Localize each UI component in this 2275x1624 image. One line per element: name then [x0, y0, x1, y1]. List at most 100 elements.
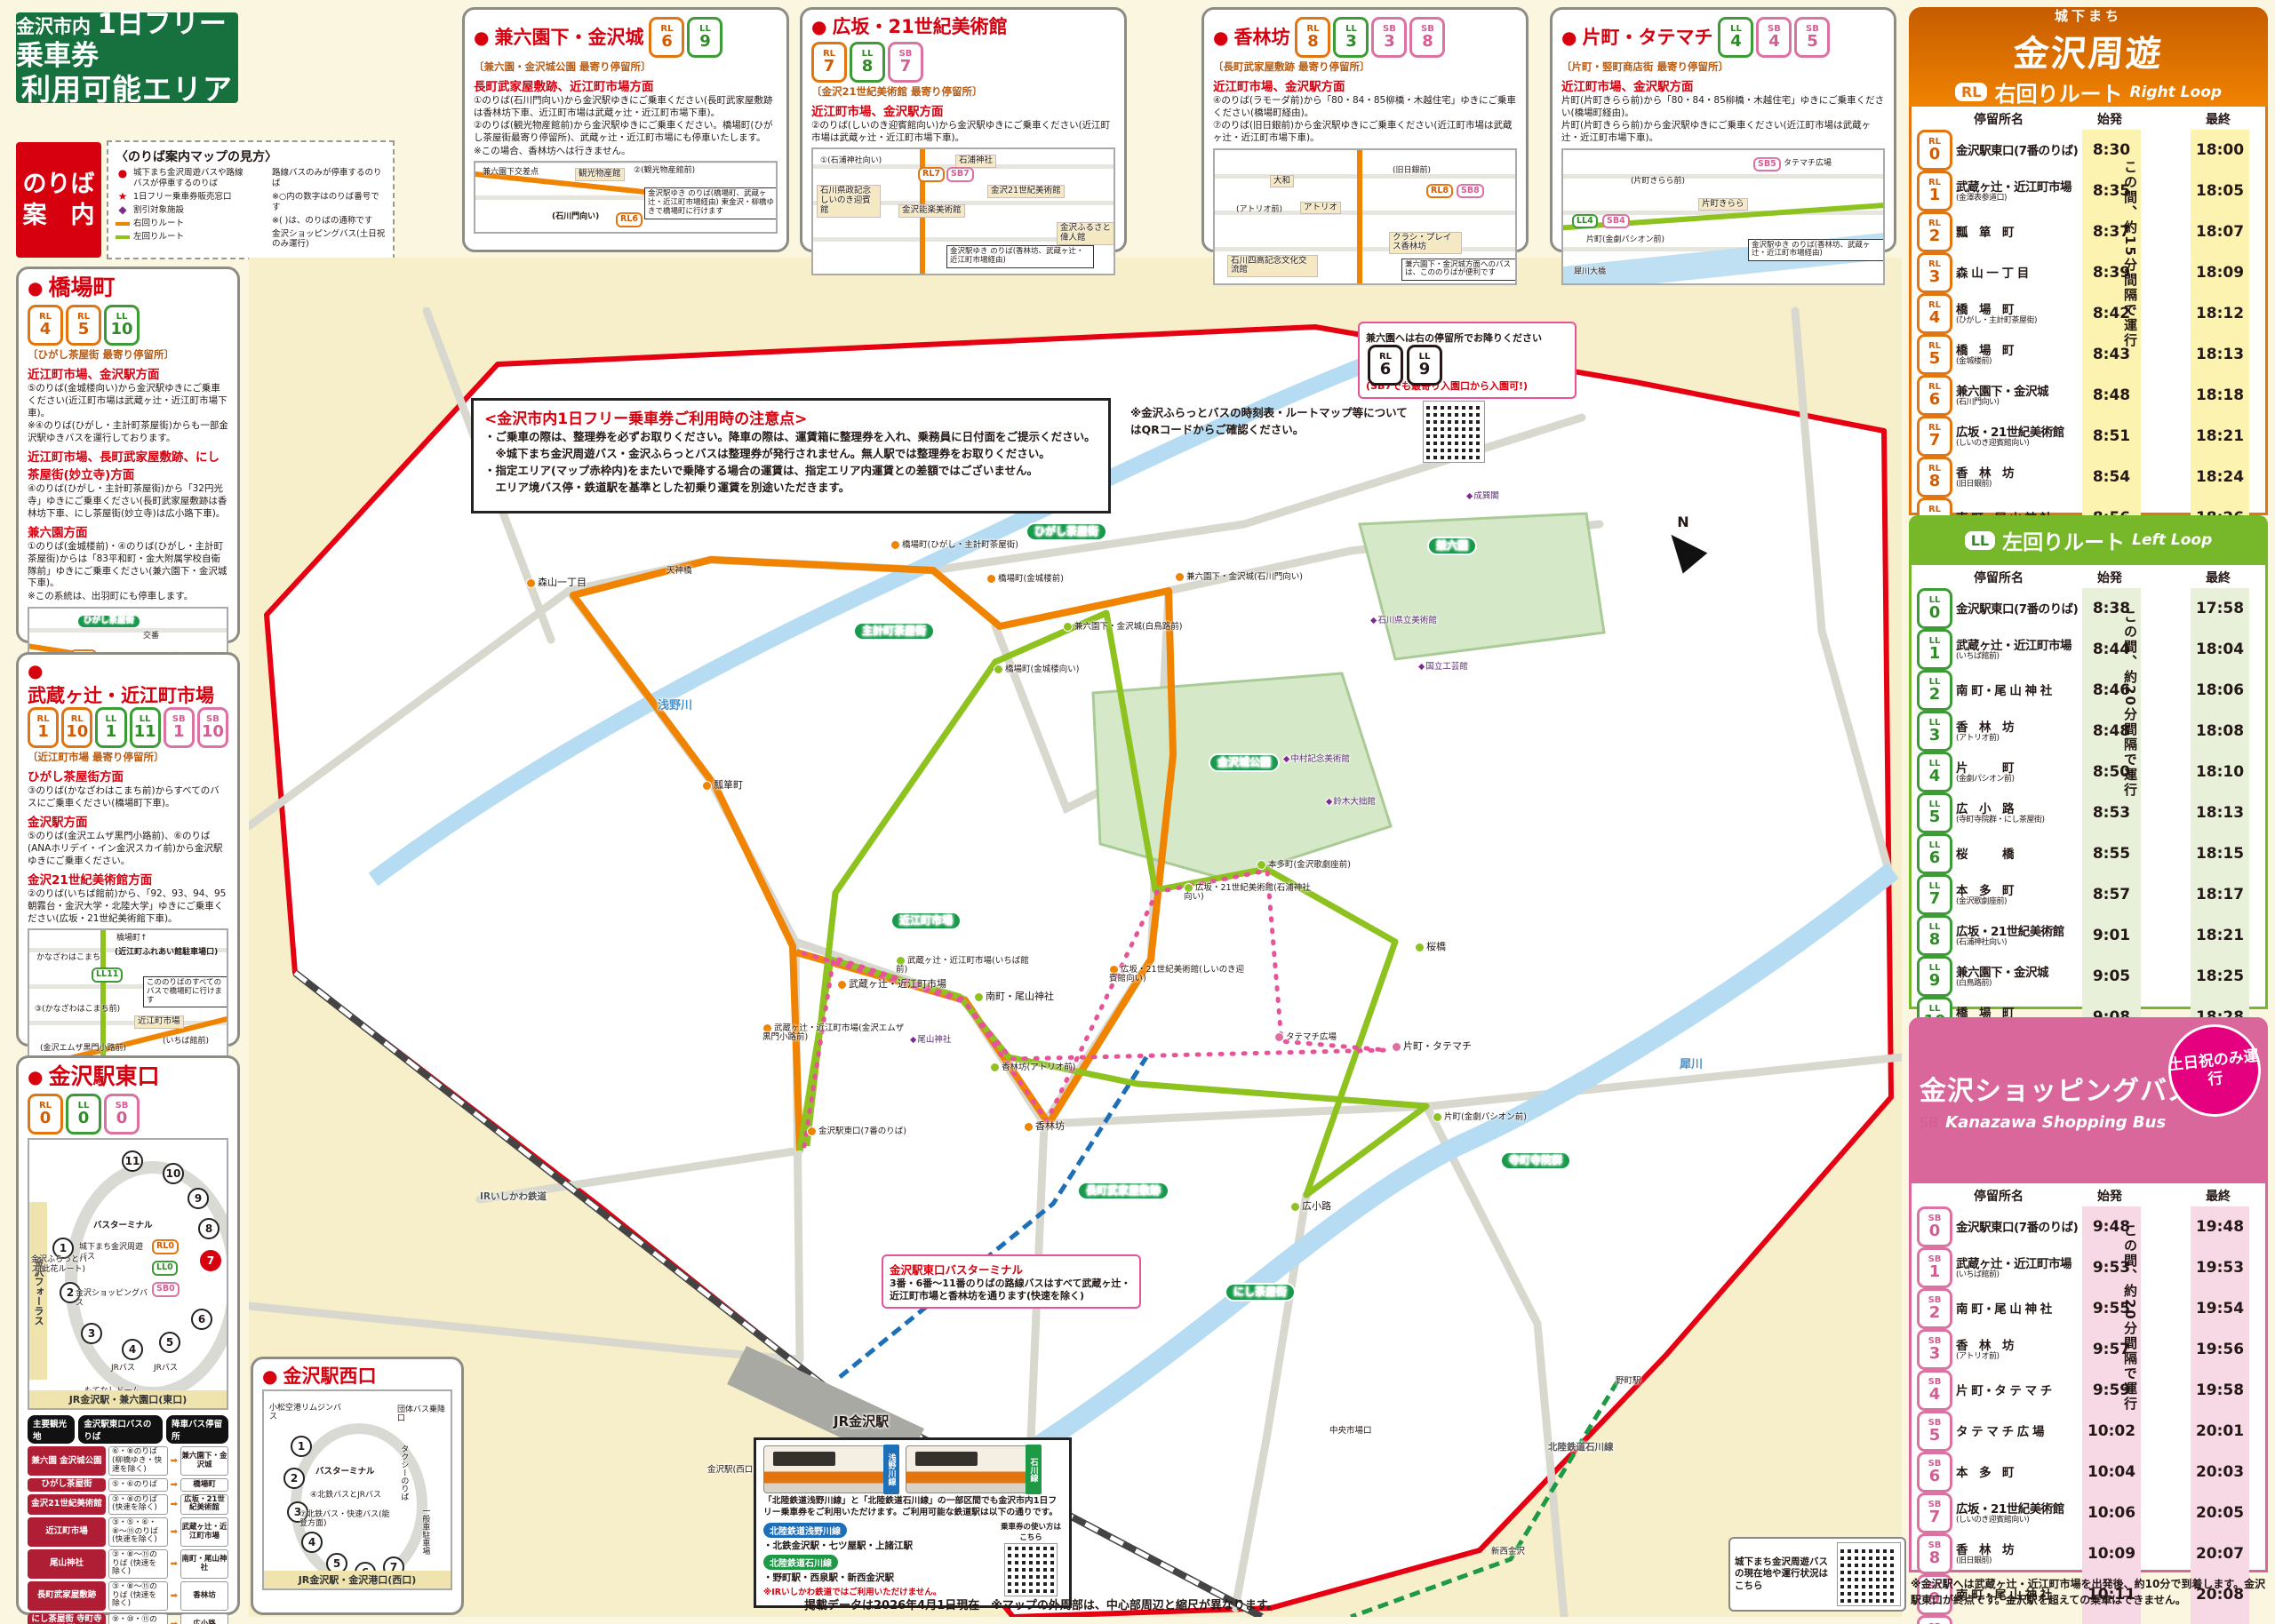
terminal-label: ⑦北鉄バス・快速バス(能登方面) — [299, 1510, 390, 1529]
flatbus-qr-code — [1423, 401, 1485, 463]
bus-bay-number: 11 — [122, 1150, 143, 1173]
sb-route-badge: SB — [1920, 1114, 1939, 1131]
legend-item: 1日フリー乗車券販売窓口 — [116, 192, 247, 203]
terminal-label: 城下まち金沢周遊バス — [79, 1243, 144, 1262]
legend-icon — [116, 235, 130, 239]
ir-exclusion-note: ※IRいしかわ鉄道ではご利用いただけません。 — [763, 1588, 942, 1598]
notice-line: ・指定エリア(マップ赤枠内)をまたいで乗降する場合の運賃は、指定エリア内運賃との… — [484, 463, 1039, 477]
ishikawa-line-train-photo: 石川線 — [906, 1445, 1042, 1494]
sb-route-name-en: Kanazawa Shopping Bus — [1945, 1113, 2167, 1132]
minimap-label: LL11 — [92, 967, 124, 983]
notice-line: ※城下まち金沢周遊バス・金沢ふらっとバスは整理券が発行されません。無人駅では整理… — [484, 446, 1050, 460]
legend-item: 金沢ショッピングバス(土日祝のみ運行) — [254, 229, 386, 251]
col-header-bay: 金沢駅東口バスのりば — [78, 1415, 164, 1445]
minimap-label: 金沢能楽美術館 — [898, 204, 965, 219]
bus-bay-number: 2 — [283, 1468, 305, 1490]
ishikawa-line-chip: 北陸鉄道石川線 — [763, 1555, 838, 1571]
bus-bay-number: 2 — [60, 1282, 81, 1304]
flatbus-qr-note: ※金沢ふらっとバスの時刻表・ルートマップ等についてはQRコードからご確認ください… — [1130, 401, 1485, 463]
minimap-label: 金沢駅ゆき のりば(香林坊、武蔵ヶ辻・近江町市場経由) — [946, 245, 1094, 268]
bus-bay-number: 8 — [198, 1218, 220, 1240]
minimap-label: 金沢ふるさと偉人館 — [1057, 222, 1114, 246]
minimap-label: 兼六園下交差点 — [483, 168, 539, 178]
railway-info-box: 浅野川線 石川線 「北陸鉄道浅野川線」と「北陸鉄道石川線」の一部区間でも金沢市内… — [754, 1437, 1072, 1608]
minimap-label: 交番 — [143, 631, 160, 641]
terminal-label: バスターミナル — [315, 1467, 375, 1477]
terminal-label: JRバス — [154, 1364, 178, 1373]
ishikawa-stations: ・野町駅・西泉駅・新西金沢駅 — [763, 1572, 894, 1584]
station-building-label: JR金沢駅・兼六園口(東口) — [29, 1390, 227, 1409]
asanogawa-line-chip: 北陸鉄道浅野川線 — [763, 1523, 847, 1539]
usage-notice: <金沢市内1日フリー乗車券ご利用時の注意点> ・ご乗車の際は、整理券を必ずお取り… — [471, 398, 1111, 513]
arrow-icon: ➡ — [170, 1456, 178, 1467]
minimap-label: LL4 — [1572, 213, 1598, 229]
rl-route-name: 右回りルート — [1994, 82, 2123, 107]
minimap-label: SB8 — [1457, 183, 1484, 199]
station-building-label: JR金沢駅・金沢港口(西口) — [264, 1571, 451, 1589]
minimap-label: 近江町市場 — [134, 1015, 184, 1030]
minimap-label: (片町きらら前) — [1631, 176, 1686, 186]
legend-item: ※○内の数字はのりば番号です — [254, 192, 386, 213]
terminal-label: LL0 — [152, 1261, 178, 1277]
bus-bay-number: 1 — [291, 1436, 312, 1458]
minimap-label: 橋場町↑ — [116, 934, 148, 943]
minimap-label: 金沢駅ゆき のりば(橋場町、武蔵ヶ辻・近江町市場経由) 東金沢・柳橋ゆきで橋場町… — [644, 187, 776, 219]
ishikawa-line — [1350, 1380, 1620, 1617]
minimap-label: 片町きらら — [1698, 197, 1748, 211]
bus-bay-number: 4 — [301, 1532, 323, 1554]
terminal-label: JRバス — [111, 1364, 135, 1373]
asano-river — [368, 352, 1381, 887]
terminal-label: RL0 — [152, 1239, 179, 1255]
bus-bay-number: 10 — [163, 1163, 184, 1185]
terminal-label: 金沢ふらっとバス(此花ルート) — [31, 1255, 88, 1274]
minimap-label: RL6 — [616, 212, 643, 228]
legend-item: 割引対象施設 — [116, 205, 247, 216]
shopping-bus-route — [793, 868, 1387, 1149]
arrow-icon: ➡ — [170, 1527, 178, 1538]
legend-icon — [116, 192, 130, 203]
rl-interval-note: この間、約15分間隔で運行 — [2122, 160, 2138, 348]
legend-left-column: 城下まち金沢周遊バスや路線バスが停車するのりば1日フリー乗車券販売窓口割引対象施… — [116, 168, 247, 252]
minimap-label: 観光物産館 — [575, 168, 625, 182]
north-compass-icon: N — [1655, 513, 1712, 574]
minimap-label: タテマチ広場 — [1784, 158, 1832, 168]
arrow-icon: ➡ — [171, 1613, 178, 1624]
left-loop-header: LL 左回りルート Left Loop — [1909, 515, 2268, 565]
boarding-table-row: 金沢21世紀美術館 ③・⑧のりば (快速を除く) ➡ 広坂・21世紀美術館 — [28, 1493, 228, 1516]
minimap-label: (アトリオ前) — [1236, 204, 1283, 214]
jr-kanazawa-station — [727, 1346, 924, 1468]
